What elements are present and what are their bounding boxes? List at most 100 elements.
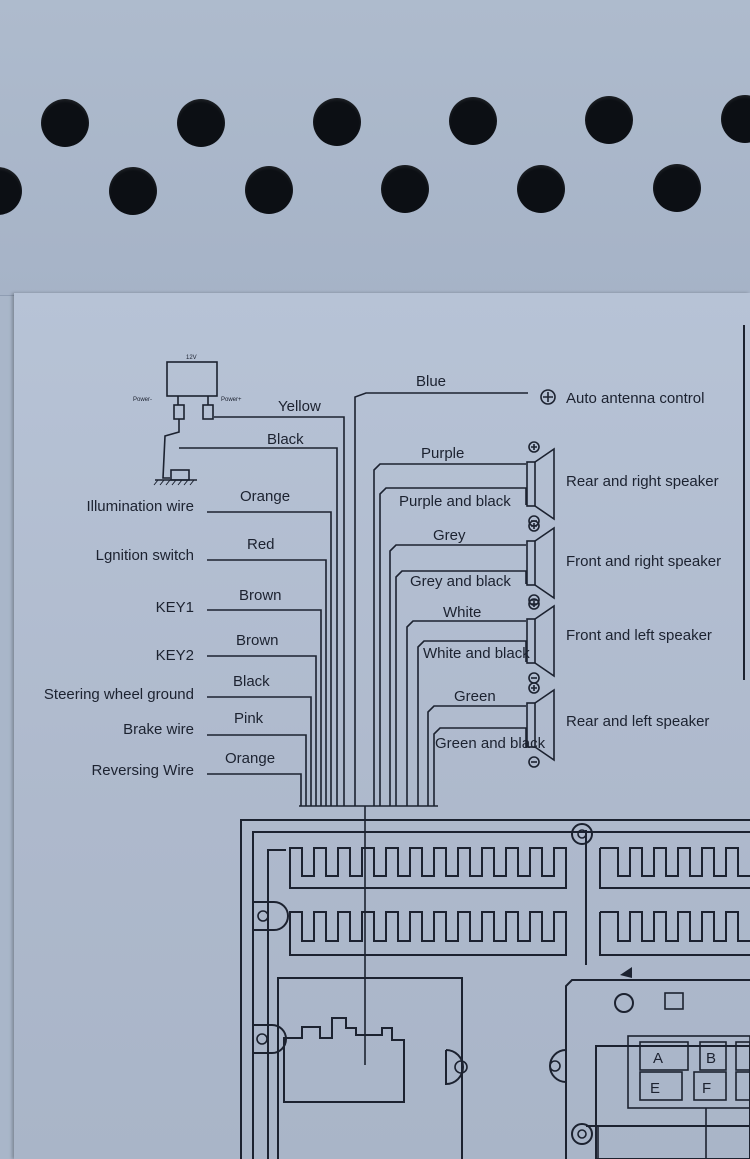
screw-hole-icon [577, 1129, 587, 1139]
screw-hole-icon [454, 1060, 468, 1074]
yellow-wire-label: Yellow [278, 398, 321, 415]
mounting-hole [245, 166, 293, 214]
pin-f-box [693, 1071, 727, 1101]
mounting-hole [381, 165, 429, 213]
pin-e-label: E [650, 1080, 660, 1097]
speaker-icon [526, 520, 555, 606]
key2-label: KEY2 [156, 647, 194, 664]
head-unit-rear-view: A B E F [240, 806, 750, 1159]
fuse-icon [202, 404, 214, 420]
red-wire-label: Red [247, 536, 275, 553]
clip-lug [445, 1049, 464, 1086]
lower-compartment [277, 977, 463, 1159]
key2-wire [207, 655, 317, 806]
battery-box [166, 361, 218, 397]
pink-wire-label: Pink [234, 710, 264, 727]
green-black-wire [433, 727, 527, 806]
mounting-hole [449, 97, 497, 145]
rear-right-speaker-label: Rear and right speaker [566, 473, 719, 490]
front-left-speaker-label: Front and left speaker [566, 627, 712, 644]
ground-lead [162, 419, 180, 479]
purple-wire [373, 463, 526, 806]
grey-wire-label: Grey [433, 527, 466, 544]
left-wire-bundle [179, 416, 345, 806]
screw-boss-icon [571, 823, 593, 845]
front-right-speaker-label: Front and right speaker [566, 553, 721, 570]
grey-black-wire-label: Grey and black [410, 573, 511, 590]
heat-sink-fins [599, 911, 750, 956]
unit-inner-frame [267, 849, 286, 1159]
heat-sink-fins [599, 847, 750, 889]
white-black-wire [417, 640, 527, 806]
pin-a-box [639, 1041, 689, 1071]
brake-wire [207, 734, 307, 806]
reversing-wire [207, 773, 302, 806]
wiring-label-sheet [14, 293, 750, 1159]
green-black-wire-label: Green and black [435, 735, 546, 752]
orange-wire-label: Orange [225, 750, 275, 767]
clip-lug [549, 1049, 567, 1083]
speaker-wire-color-labels: Purple Purple and black Grey Grey and bl… [399, 445, 546, 752]
speakers [526, 441, 555, 768]
yellow-wire [214, 416, 345, 806]
grey-black-wire [395, 570, 527, 806]
screw-hole-icon [577, 829, 587, 839]
unit-outline [240, 819, 750, 1159]
green-wire-label: Green [454, 688, 496, 705]
blue-wire [354, 392, 528, 806]
bottom-leads [597, 1108, 707, 1159]
speaker-icon [526, 682, 555, 768]
arrow-marker-icon [620, 967, 632, 978]
steering-ground-wire [207, 696, 312, 806]
key1-label: KEY1 [156, 599, 194, 616]
white-wire [406, 620, 526, 806]
power-source: 12V Power- Power+ [133, 355, 242, 486]
fuse-icon [173, 404, 185, 420]
heat-sink-fins [289, 911, 567, 956]
pin-b-label: B [706, 1050, 716, 1067]
pin-f-label: F [702, 1080, 711, 1097]
white-black-wire-label: White and black [423, 645, 530, 662]
ground-hatch [153, 479, 195, 486]
speaker-icon [526, 441, 555, 527]
mounting-hole [585, 96, 633, 144]
mounting-hole [313, 98, 361, 146]
screw-hole-icon [549, 1060, 561, 1072]
grey-wire [389, 544, 526, 806]
green-wire [427, 705, 526, 806]
speaker-icon [526, 598, 555, 684]
screw-hole-icon [256, 1033, 268, 1045]
mounting-hole [0, 167, 22, 215]
brake-wire-label: Brake wire [123, 721, 194, 738]
power-connector-socket [283, 1017, 405, 1103]
mounting-hole [177, 99, 225, 147]
mounting-hole [653, 164, 701, 212]
iso-connector-face [627, 1035, 750, 1109]
antenna-wire: Blue Auto antenna control [354, 373, 704, 806]
black-wire-label: Black [267, 431, 304, 448]
speaker-wire-bundle [373, 463, 527, 806]
reversing-wire-label: Reversing Wire [91, 762, 194, 779]
small-slot [664, 992, 684, 1010]
pin-a-label: A [653, 1050, 663, 1067]
mounting-hole [41, 99, 89, 147]
plus-terminal-icon [540, 389, 556, 405]
brown-wire-label: Brown [236, 632, 279, 649]
pin-c-box [735, 1041, 750, 1071]
screw-hole-icon [257, 910, 269, 922]
side-lug [253, 1024, 287, 1054]
blue-wire-label: Blue [416, 373, 446, 390]
purple-black-wire-label: Purple and black [399, 493, 511, 510]
iso-connector-block [595, 1045, 750, 1159]
ignition-wire [207, 559, 327, 806]
auto-antenna-control-label: Auto antenna control [566, 390, 704, 407]
mounting-hole [517, 165, 565, 213]
black-power-wire [179, 447, 338, 806]
purple-wire-label: Purple [421, 445, 464, 462]
ignition-switch-label: Lgnition switch [96, 547, 194, 564]
white-wire-label: White [443, 604, 481, 621]
unit-inner-outline [252, 831, 750, 1159]
battery-voltage-label: 12V [186, 355, 197, 361]
side-lug [253, 901, 289, 931]
